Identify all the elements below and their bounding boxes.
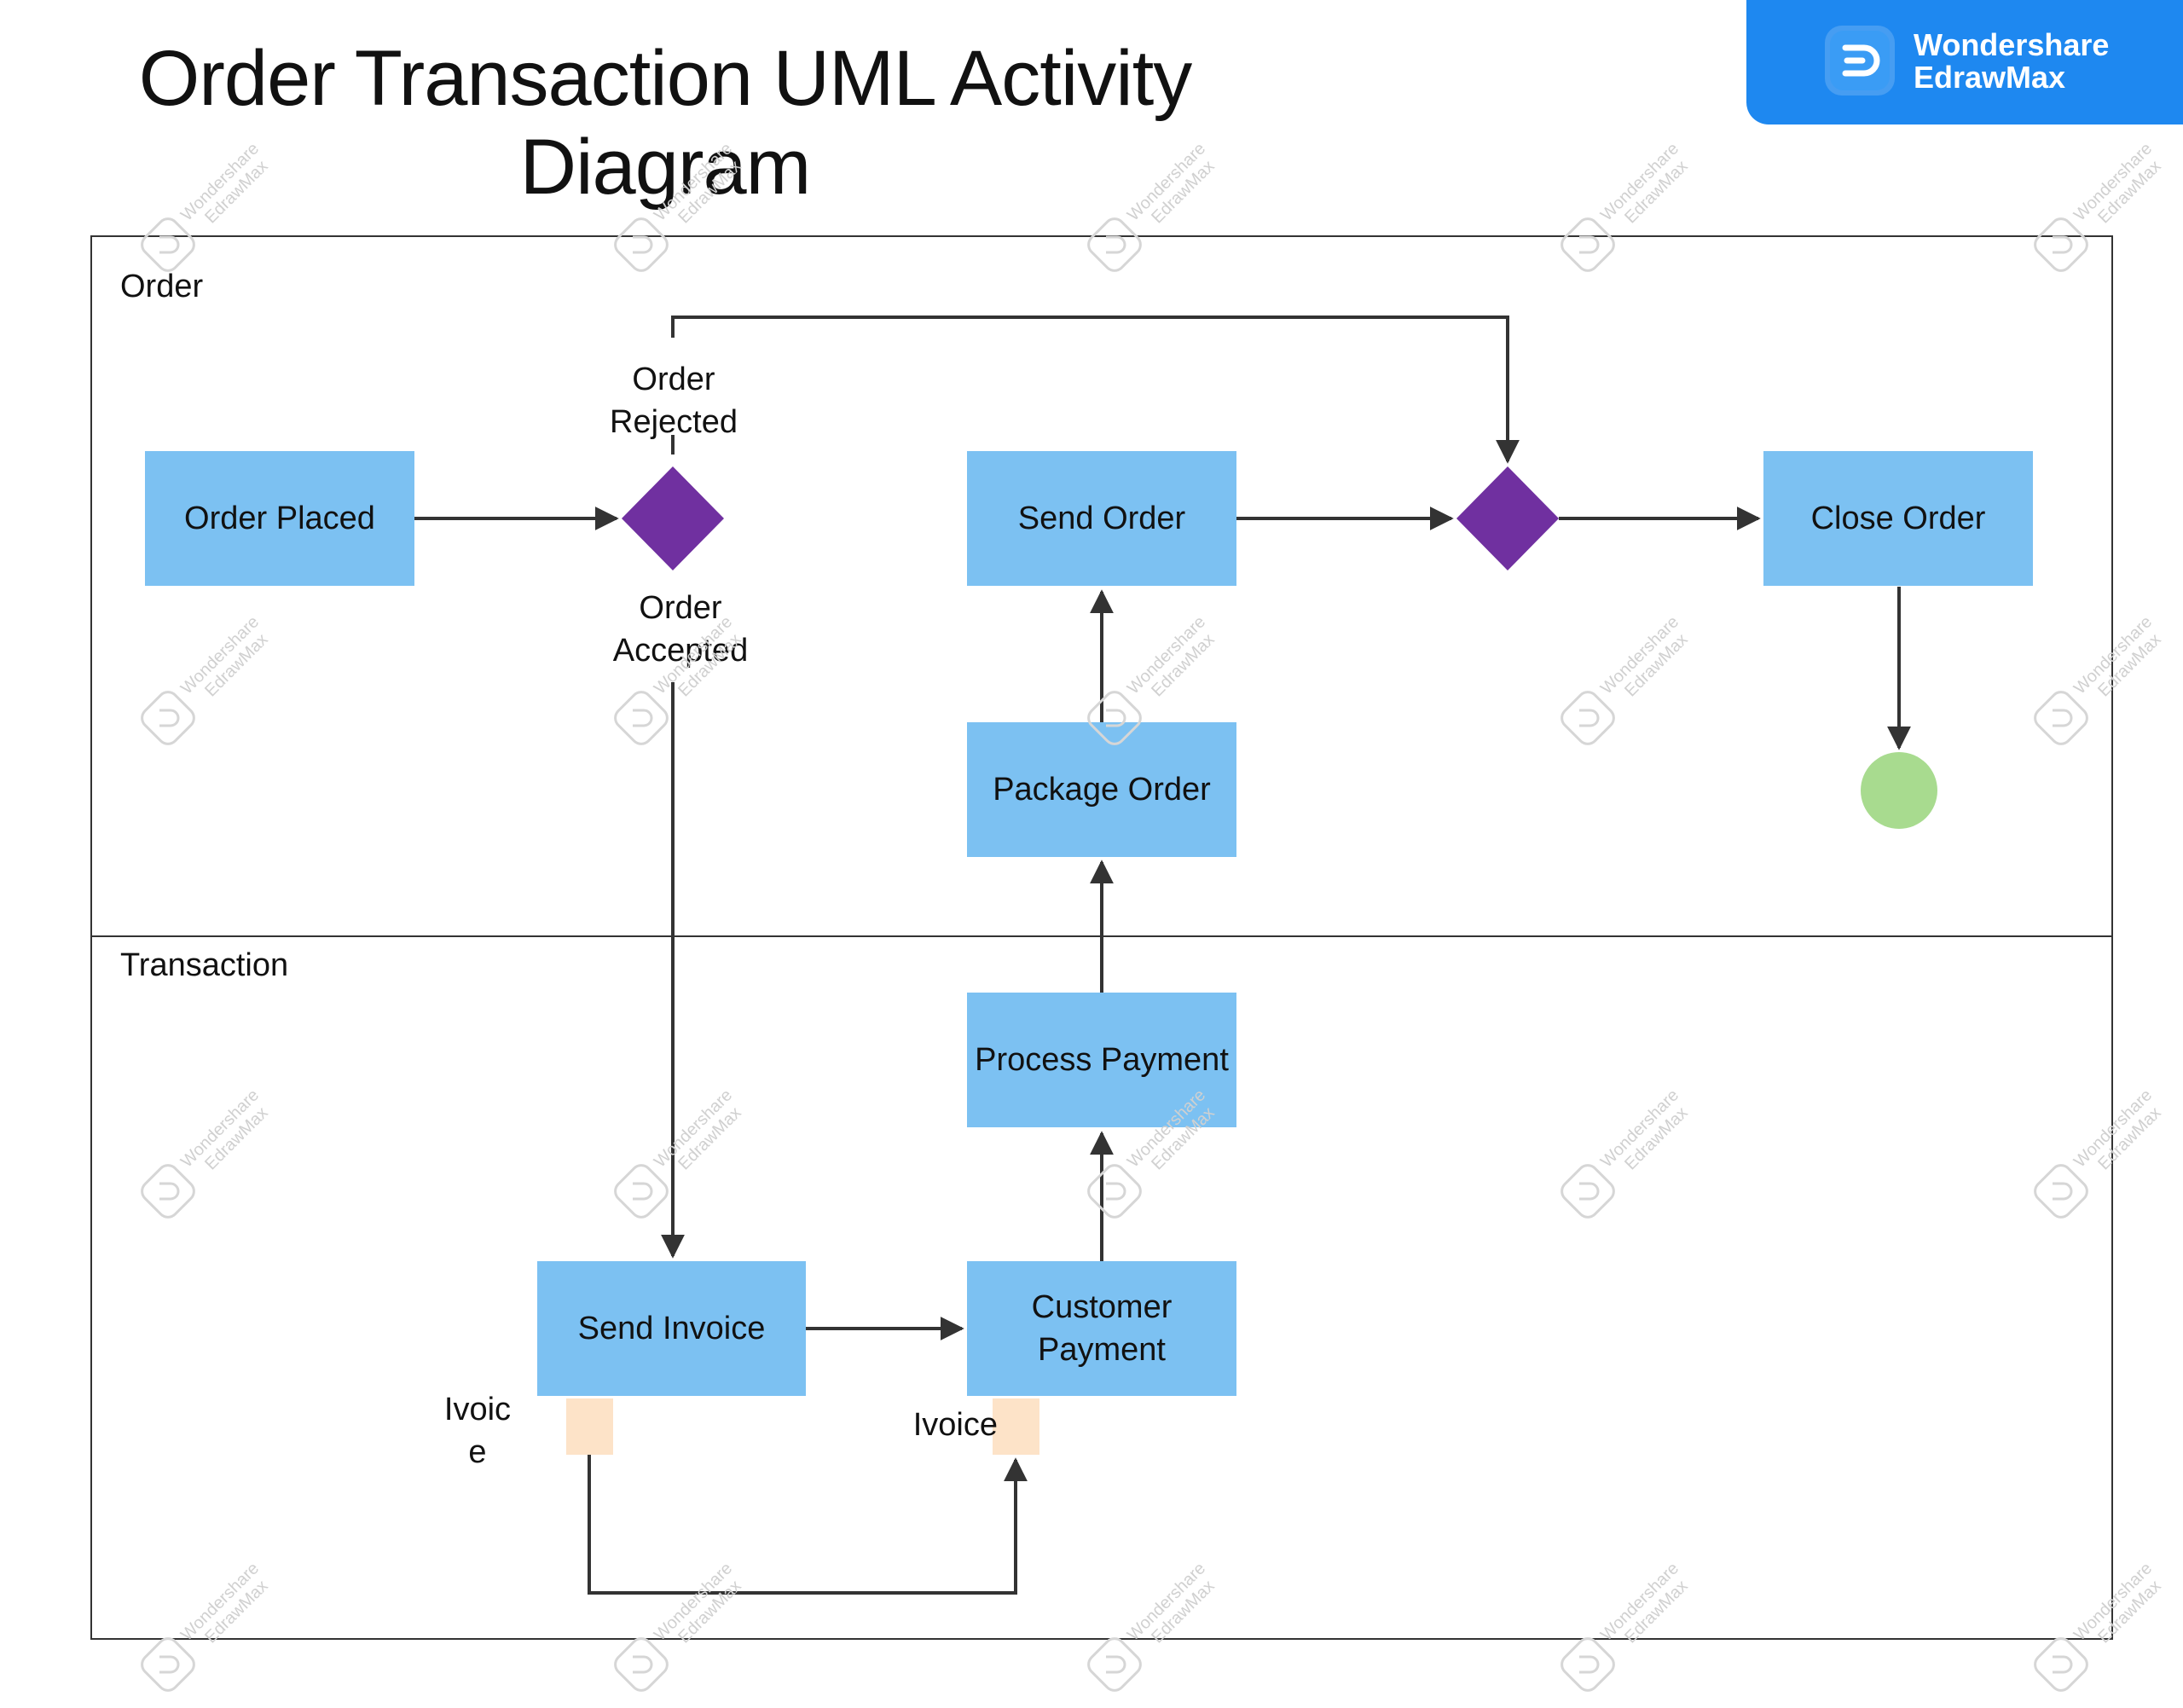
svg-text:WondershareEdrawMax: WondershareEdrawMax xyxy=(651,145,750,238)
svg-text:WondershareEdrawMax: WondershareEdrawMax xyxy=(1597,145,1696,238)
action-close-order[interactable]: Close Order xyxy=(1763,451,2033,586)
brand-line-1: Wondershare xyxy=(1914,27,2110,62)
title-line-1: Order Transaction UML Activity xyxy=(138,35,1193,122)
pin-label-left-line-2: e xyxy=(468,1434,487,1470)
action-package-order[interactable]: Package Order xyxy=(967,722,1236,857)
svg-text:WondershareEdrawMax: WondershareEdrawMax xyxy=(1597,1565,1696,1658)
watermark-icon: WondershareEdrawMax xyxy=(2034,145,2169,272)
decision-node-accept[interactable] xyxy=(622,466,724,570)
watermark-icon: WondershareEdrawMax xyxy=(2034,618,2169,745)
action-label: Send Order xyxy=(1017,501,1186,536)
watermark-icon: WondershareEdrawMax xyxy=(141,145,276,272)
watermark-icon: WondershareEdrawMax xyxy=(1087,1091,1223,1219)
svg-text:WondershareEdrawMax: WondershareEdrawMax xyxy=(1597,1091,1696,1184)
watermark-icon: WondershareEdrawMax xyxy=(2034,1091,2169,1219)
watermark-icon: WondershareEdrawMax xyxy=(141,1565,276,1692)
flow-pin-to-pin xyxy=(588,1455,1028,1595)
pin-label-left-line-1: Ivoic xyxy=(443,1392,512,1427)
action-process-payment[interactable]: Process Payment xyxy=(967,993,1236,1127)
action-label: Order Placed xyxy=(184,501,375,536)
lane-label-transaction: Transaction xyxy=(120,947,289,983)
action-send-invoice[interactable]: Send Invoice xyxy=(537,1261,806,1396)
input-pin-invoice[interactable] xyxy=(993,1398,1039,1455)
action-send-order[interactable]: Send Order xyxy=(967,451,1236,586)
svg-text:WondershareEdrawMax: WondershareEdrawMax xyxy=(1124,618,1223,711)
brand-line-2: EdrawMax xyxy=(1914,60,2066,95)
action-label-line-1: Customer xyxy=(1031,1289,1173,1325)
action-label: Process Payment xyxy=(975,1042,1229,1078)
svg-text:WondershareEdrawMax: WondershareEdrawMax xyxy=(2070,1091,2169,1184)
watermark-icon: WondershareEdrawMax xyxy=(614,1565,750,1692)
guard-line-1: Order xyxy=(639,590,722,626)
guard-line-2: Rejected xyxy=(610,404,738,440)
watermark-icon: WondershareEdrawMax xyxy=(2034,1565,2169,1692)
diagram-title: Order Transaction UML Activity Diagram xyxy=(136,34,1194,211)
action-label: Close Order xyxy=(1810,501,1986,536)
svg-text:WondershareEdrawMax: WondershareEdrawMax xyxy=(1124,145,1223,238)
watermark-icon: WondershareEdrawMax xyxy=(1561,618,1696,745)
svg-text:WondershareEdrawMax: WondershareEdrawMax xyxy=(651,1565,750,1658)
edrawmax-logo-icon xyxy=(1825,26,1895,96)
guard-line-2: Accepted xyxy=(612,633,749,669)
action-label-line-2: Payment xyxy=(1038,1332,1166,1368)
final-node[interactable] xyxy=(1861,752,1937,829)
watermark-icon: WondershareEdrawMax xyxy=(1561,1565,1696,1692)
watermark-icon: WondershareEdrawMax xyxy=(614,618,750,745)
brand-name: Wondershare EdrawMax xyxy=(1914,29,2109,94)
pin-label-right: Ivoice xyxy=(912,1407,998,1443)
watermark-icon: WondershareEdrawMax xyxy=(1087,618,1223,745)
guard-order-rejected: Order Rejected xyxy=(588,358,759,443)
action-label: Send Invoice xyxy=(577,1311,766,1346)
guard-order-accepted: Order Accepted xyxy=(595,587,766,672)
svg-text:WondershareEdrawMax: WondershareEdrawMax xyxy=(2070,145,2169,238)
brand-badge[interactable]: Wondershare EdrawMax xyxy=(1746,0,2183,124)
svg-text:WondershareEdrawMax: WondershareEdrawMax xyxy=(2070,1565,2169,1658)
svg-text:WondershareEdrawMax: WondershareEdrawMax xyxy=(177,618,276,711)
pin-label-left: Ivoic e xyxy=(426,1388,529,1474)
guard-line-1: Order xyxy=(632,362,715,397)
lane-label-order: Order xyxy=(120,269,204,304)
svg-text:WondershareEdrawMax: WondershareEdrawMax xyxy=(2070,618,2169,711)
watermark-icon: WondershareEdrawMax xyxy=(141,618,276,745)
svg-text:WondershareEdrawMax: WondershareEdrawMax xyxy=(1124,1091,1223,1184)
svg-text:WondershareEdrawMax: WondershareEdrawMax xyxy=(177,1565,276,1658)
svg-text:WondershareEdrawMax: WondershareEdrawMax xyxy=(1597,618,1696,711)
action-order-placed[interactable]: Order Placed xyxy=(145,451,414,586)
watermark-icon: WondershareEdrawMax xyxy=(141,1091,276,1219)
svg-text:WondershareEdrawMax: WondershareEdrawMax xyxy=(651,618,750,711)
flow-rejected-top xyxy=(671,316,1520,464)
swimlane-pool xyxy=(90,235,2113,1640)
watermark-icon: WondershareEdrawMax xyxy=(1561,1091,1696,1219)
watermark-icon: WondershareEdrawMax xyxy=(614,145,750,272)
title-line-2: Diagram xyxy=(519,124,812,211)
svg-text:WondershareEdrawMax: WondershareEdrawMax xyxy=(1124,1565,1223,1658)
action-customer-payment[interactable]: Customer Payment xyxy=(967,1261,1236,1396)
decision-node-merge[interactable] xyxy=(1456,466,1559,570)
svg-text:WondershareEdrawMax: WondershareEdrawMax xyxy=(177,1091,276,1184)
watermark-icon: WondershareEdrawMax xyxy=(1087,1565,1223,1692)
watermark-icon: WondershareEdrawMax xyxy=(1087,145,1223,272)
action-label: Package Order xyxy=(993,772,1211,808)
watermark-icon: WondershareEdrawMax xyxy=(1561,145,1696,272)
output-pin-invoice[interactable] xyxy=(566,1398,613,1455)
watermark-icon: WondershareEdrawMax xyxy=(614,1091,750,1219)
svg-text:WondershareEdrawMax: WondershareEdrawMax xyxy=(651,1091,750,1184)
svg-text:WondershareEdrawMax: WondershareEdrawMax xyxy=(177,145,276,238)
